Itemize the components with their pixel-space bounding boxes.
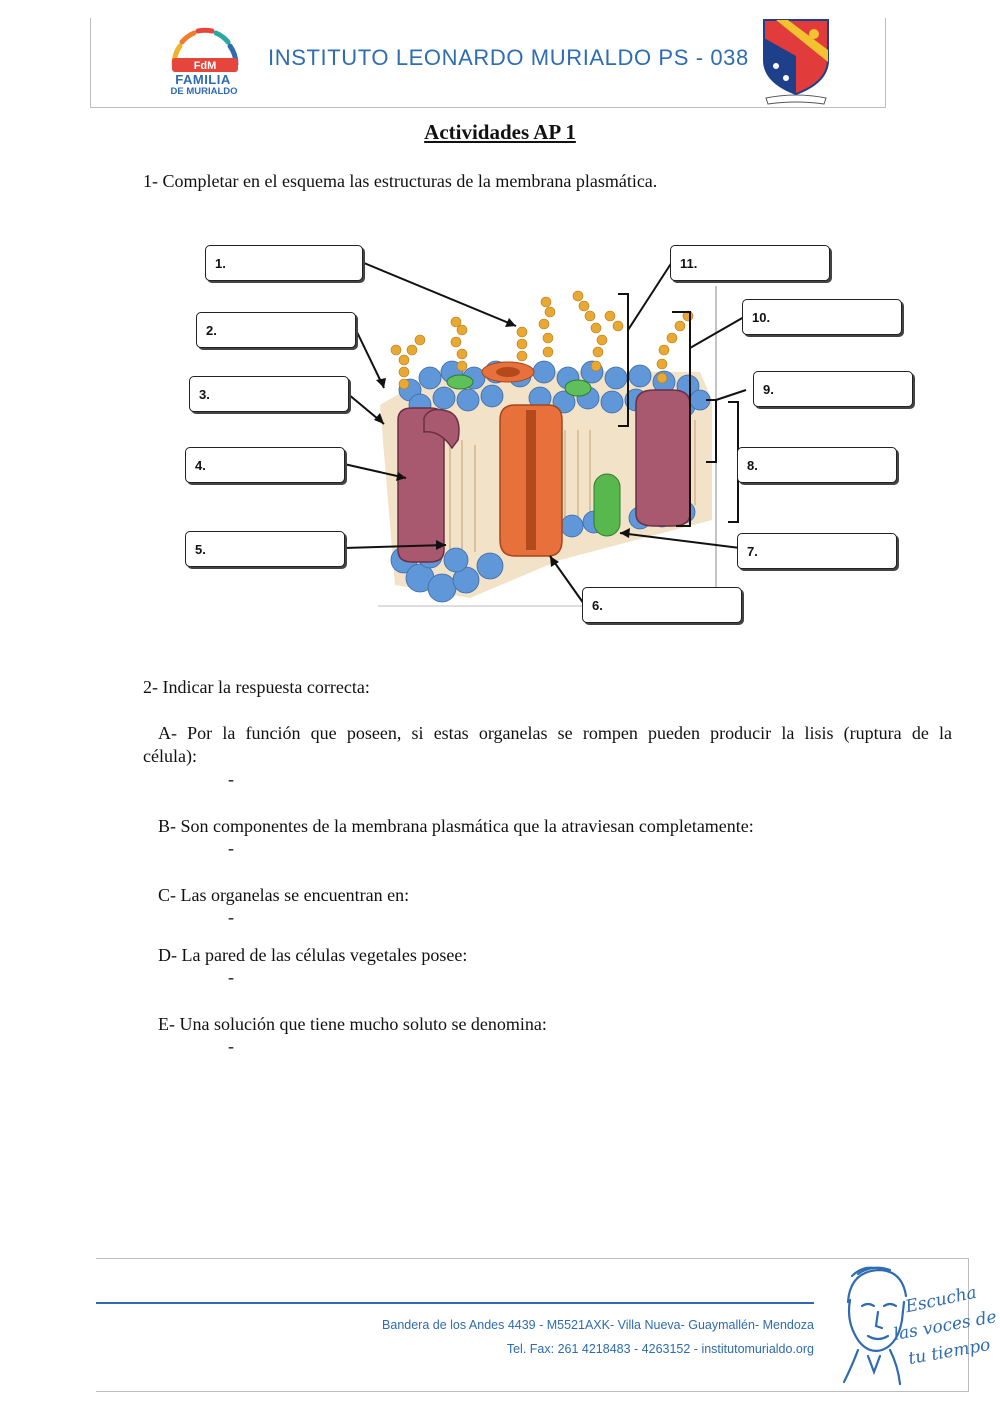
header-frame bbox=[90, 18, 886, 108]
institute-name: INSTITUTO LEONARDO MURIALDO PS - 038 bbox=[268, 45, 749, 70]
answer-dash-b: - bbox=[228, 838, 234, 858]
diagram-label-1: 1. bbox=[205, 245, 363, 281]
question-2a: A- Por la función que poseen, si estas o… bbox=[158, 723, 952, 743]
familia-murialdo-logo: FdM bbox=[171, 27, 239, 72]
diagram-label-10: 10. bbox=[742, 299, 902, 335]
murialdo-portrait-icon bbox=[842, 1266, 908, 1386]
diagram-label-9: 9. bbox=[753, 371, 913, 407]
question-2d: D- La pared de las células vegetales pos… bbox=[158, 945, 468, 965]
footer-address: Bandera de los Andes 4439 - M5521AXK- Vi… bbox=[382, 1318, 814, 1332]
diagram-label-11: 11. bbox=[670, 245, 830, 281]
answer-dash-c: - bbox=[228, 907, 234, 927]
diagram-label-4: 4. bbox=[185, 447, 345, 483]
diagram-label-2: 2. bbox=[196, 312, 356, 348]
svg-text:FdM: FdM bbox=[194, 60, 217, 72]
answer-dash-d: - bbox=[228, 967, 234, 987]
diagram-label-7: 7. bbox=[737, 533, 897, 569]
question-2e: E- Una solución que tiene mucho soluto s… bbox=[158, 1014, 547, 1034]
question-2a-cont: célula): bbox=[143, 746, 197, 766]
answer-dash-e: - bbox=[228, 1036, 234, 1056]
logo-text-murialdo: DE MURIALDO bbox=[170, 86, 238, 97]
question-2b: B- Son componentes de la membrana plasmá… bbox=[158, 816, 754, 836]
school-shield-icon bbox=[763, 19, 829, 105]
diagram-label-3: 3. bbox=[189, 376, 349, 412]
logo-text-familia: FAMILIA bbox=[175, 72, 231, 87]
footer-contact: Tel. Fax: 261 4218483 - 4263152 - instit… bbox=[506, 1342, 814, 1356]
diagram-label-6: 6. bbox=[582, 587, 742, 623]
footer-divider bbox=[96, 1302, 814, 1304]
question-2-title: 2- Indicar la respuesta correcta: bbox=[143, 677, 370, 697]
answer-dash-a: - bbox=[228, 769, 234, 789]
question-1: 1- Completar en el esquema las estructur… bbox=[143, 171, 658, 191]
footer-frame bbox=[96, 1258, 969, 1392]
diagram-label-8: 8. bbox=[737, 447, 897, 483]
diagram-label-5: 5. bbox=[185, 531, 345, 567]
membrane-diagram bbox=[343, 261, 747, 607]
question-2c: C- Las organelas se encuentran en: bbox=[158, 885, 410, 905]
page-title: Actividades AP 1 bbox=[424, 120, 576, 144]
